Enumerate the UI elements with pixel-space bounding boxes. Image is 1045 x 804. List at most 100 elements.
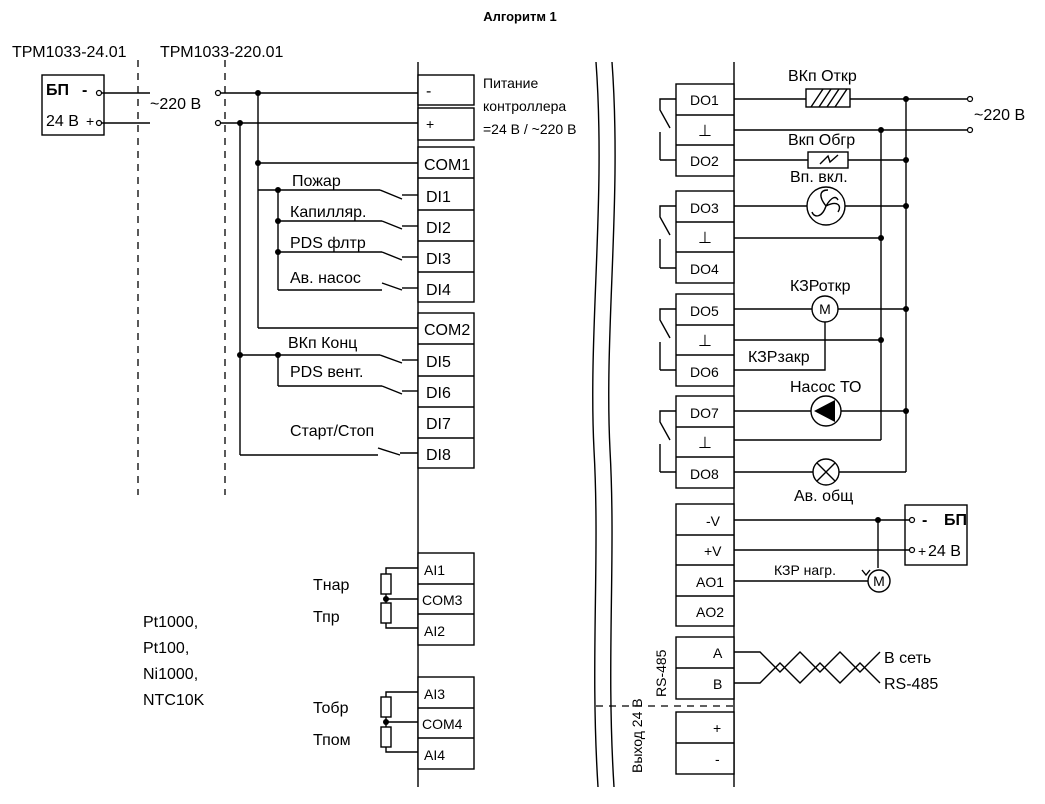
terminal-do4: DO4: [690, 261, 719, 277]
network-label-line1: В сеть: [884, 650, 931, 667]
terminal-minus: -: [426, 83, 431, 100]
terminal-ai3: AI3: [424, 686, 445, 702]
terminal-do3: DO3: [690, 200, 719, 216]
kzr-heating-motor-letter: М: [873, 573, 885, 589]
mains-right-label: ~220 В: [974, 107, 1025, 124]
terminal-di8: DI8: [426, 447, 451, 464]
digital-inputs-group1: Пожар Капилляр. PDS флтр Ав. насос: [258, 173, 418, 291]
terminal-rs485-a: A: [713, 645, 723, 661]
load-label-vkp-heater: Вкп Обгр: [788, 132, 855, 149]
terminal-common-3: ⊥: [698, 333, 712, 350]
input-label-pds-fan: PDS вент.: [290, 364, 363, 381]
digital-inputs-group2: ВКп Конц PDS вент. Старт/Стоп: [237, 335, 418, 456]
terminal-di3: DI3: [426, 251, 451, 268]
power-supply-left: БП - 24 В +: [41, 74, 105, 136]
psu-left-label: БП: [46, 82, 69, 99]
terminal-ao1: AO1: [696, 574, 724, 590]
terminal-rs485-b: B: [713, 676, 722, 692]
terminal-v-minus: -V: [706, 513, 721, 529]
psu-left-voltage: 24 В: [46, 113, 79, 130]
sensor-type-1: Pt1000,: [143, 614, 198, 631]
output-24v-label: Выход 24 В: [629, 698, 645, 773]
terminal-out-plus: +: [713, 720, 721, 736]
terminal-do1: DO1: [690, 92, 719, 108]
terminal-do6: DO6: [690, 364, 719, 380]
terminal-com3: COM3: [422, 592, 463, 608]
kzr-motor-letter: М: [819, 301, 831, 317]
load-kzr-motor: М: [734, 295, 909, 371]
terminal-di4: DI4: [426, 282, 451, 299]
psu-left-minus: -: [82, 82, 87, 99]
load-label-pump: Насос ТО: [790, 379, 861, 396]
load-label-fan: Вп. вкл.: [790, 169, 848, 186]
terminal-ai1: AI1: [424, 562, 445, 578]
load-fan: [734, 186, 909, 226]
rs485-port-label: RS-485: [653, 649, 669, 697]
power-supply-right: БП - + 24 В: [904, 504, 968, 566]
terminals-right: DO1 ⊥ DO2 DO3 ⊥ DO4 DO5 ⊥ DO6 DO7 ⊥ DO8 …: [596, 83, 735, 775]
terminal-plus: +: [426, 116, 434, 132]
input-label-pds-filter: PDS флтр: [290, 235, 366, 252]
load-label-alarm: Ав. общ: [794, 488, 853, 505]
load-label-kzr-heating: КЗР нагр.: [774, 562, 836, 578]
left-model-label: ТРМ1033-24.01: [12, 44, 127, 61]
psu-right-plus: +: [918, 543, 926, 559]
input-label-fire: Пожар: [292, 173, 341, 190]
terminal-do8: DO8: [690, 466, 719, 482]
power-wiring: [221, 90, 418, 455]
load-vkp-otkr: [805, 88, 851, 108]
right-model-label: ТРМ1033-220.01: [160, 44, 284, 61]
sensor-tnar: Тнар: [313, 577, 350, 594]
terminal-ai4: AI4: [424, 747, 445, 763]
input-label-vkp-end: ВКп Конц: [288, 335, 357, 352]
load-label-kzr-close: КЗРзакр: [748, 349, 810, 366]
load-label-vkp-open: ВКп Откр: [788, 68, 857, 85]
terminal-common-2: ⊥: [698, 230, 712, 247]
sensor-type-2: Pt100,: [143, 640, 189, 657]
terminal-di5: DI5: [426, 354, 451, 371]
sensor-tobr: Тобр: [313, 700, 349, 717]
terminal-di2: DI2: [426, 220, 451, 237]
sensor-type-3: Ni1000,: [143, 666, 198, 683]
terminal-ai2: AI2: [424, 623, 445, 639]
power-note-line1: Питание: [483, 75, 538, 91]
terminal-ao2: AO2: [696, 604, 724, 620]
terminal-do7: DO7: [690, 405, 719, 421]
terminal-v-plus: +V: [704, 543, 722, 559]
psu-right-label: БП: [944, 512, 967, 529]
psu-right-voltage: 24 В: [928, 543, 961, 560]
terminal-di6: DI6: [426, 385, 451, 402]
terminal-di7: DI7: [426, 416, 451, 433]
terminal-common-4: ⊥: [698, 435, 712, 452]
load-pump: [734, 395, 909, 427]
terminal-common-1: ⊥: [698, 123, 712, 140]
load-vkp-heater: [734, 151, 909, 169]
diagram-title: Алгоритм 1: [483, 9, 557, 24]
rs485-wiring: [734, 651, 881, 684]
relay-contact-symbols: [659, 98, 676, 473]
sensor-tpr: Тпр: [313, 609, 340, 626]
terminal-com1: COM1: [424, 157, 470, 174]
power-note-line2: контроллера: [483, 98, 566, 114]
input-label-start-stop: Старт/Стоп: [290, 423, 374, 440]
psu-right-minus: -: [922, 512, 927, 529]
analog-output-wiring: М: [734, 517, 910, 593]
terminal-com2: COM2: [424, 322, 470, 339]
terminal-di1: DI1: [426, 189, 451, 206]
network-label-line2: RS-485: [884, 676, 938, 693]
load-label-kzr-open: КЗРоткр: [790, 278, 851, 295]
input-label-pump-alarm: Ав. насос: [290, 270, 361, 287]
mains-left-label: ~220 В: [150, 96, 201, 113]
input-label-capillary: Капилляр.: [290, 204, 367, 221]
terminal-out-minus: -: [715, 751, 720, 767]
sensor-tpom: Тпом: [313, 732, 351, 749]
power-note-line3: =24 В / ~220 В: [483, 121, 576, 137]
terminal-com4: COM4: [422, 716, 463, 732]
analog-inputs: AI1 COM3 AI2 AI3 COM4 AI4: [380, 552, 475, 770]
psu-left-plus: +: [86, 113, 94, 129]
terminal-do5: DO5: [690, 303, 719, 319]
sensor-type-4: NTC10K: [143, 692, 205, 709]
load-alarm-lamp: [734, 458, 906, 486]
terminals-left: - + COM1 DI1 DI2 DI3 DI4 COM2 DI5 DI6 DI…: [417, 74, 475, 469]
